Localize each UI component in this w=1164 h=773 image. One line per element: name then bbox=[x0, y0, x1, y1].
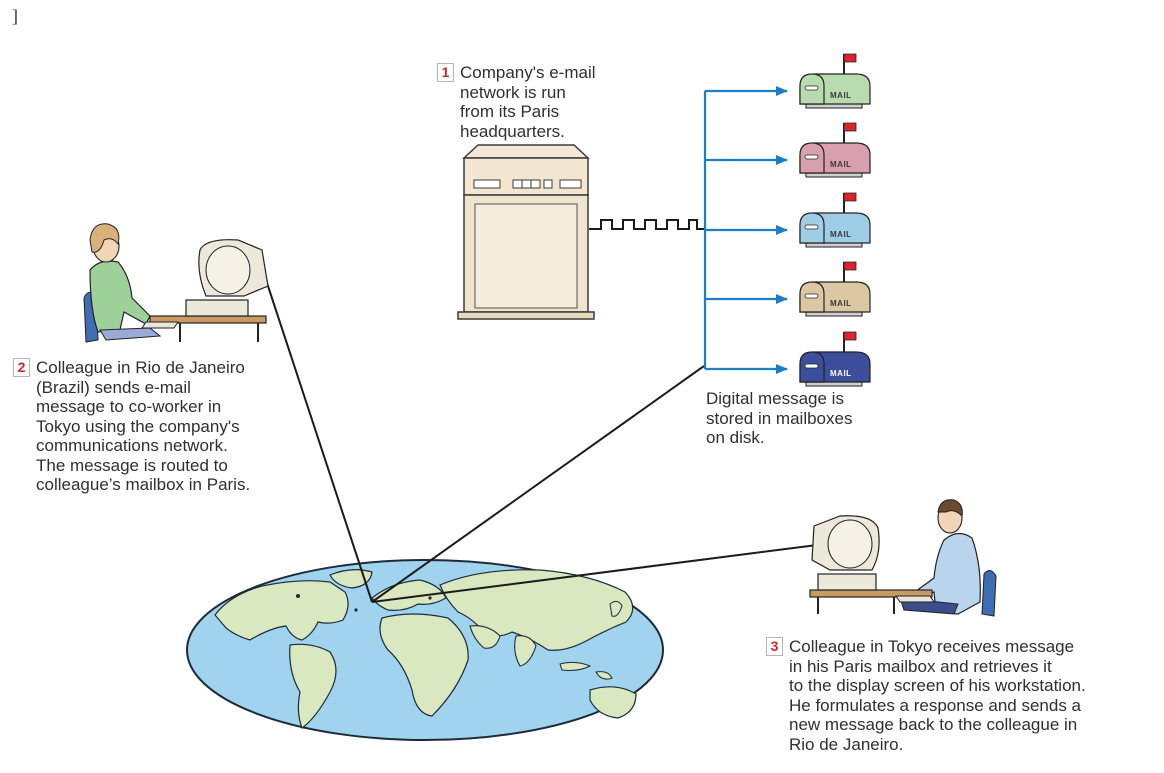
step-2-line-5: communications network. bbox=[36, 436, 228, 455]
step-1-line-1: Company's e-mail bbox=[460, 63, 596, 82]
rio-colleague-figure bbox=[83, 223, 269, 343]
step-2-line-3: message to co-worker in bbox=[36, 397, 222, 416]
step-2-line-4: Tokyo using the company's bbox=[36, 416, 240, 436]
mailbox-3: MAIL bbox=[799, 192, 871, 248]
step-2-line-2: (Brazil) sends e-mail bbox=[36, 377, 191, 397]
step-3-line-6: Rio de Janeiro. bbox=[789, 734, 904, 754]
mailbox-label: MAIL bbox=[830, 91, 852, 100]
step-2-line-7: colleague’s mailbox in Paris. bbox=[36, 475, 251, 494]
mailbox-flag-icon bbox=[843, 122, 857, 132]
link-rio-to-hub bbox=[266, 282, 373, 603]
mailbox-flag-icon bbox=[843, 331, 857, 341]
step-3-line-3: to the display screen of his workstation… bbox=[789, 676, 1086, 695]
step-2-line-1: Colleague in Rio de Janeiro bbox=[36, 358, 245, 377]
mailbox-flag-icon bbox=[843, 53, 857, 63]
step-3-line-2: in his Paris mailbox and retrieves it bbox=[789, 656, 1052, 676]
mailbox-flag-icon bbox=[843, 192, 857, 202]
digital-signal bbox=[589, 219, 705, 230]
step-3-line-4: He formulates a response and sends a bbox=[789, 695, 1082, 715]
step-3-line-5: new message back to the colleague in bbox=[789, 715, 1078, 734]
mailbox-label: MAIL bbox=[830, 299, 852, 308]
step-1-line-2: network is run bbox=[460, 82, 566, 102]
storage-note: Digital message is stored in mailboxes o… bbox=[706, 389, 852, 448]
step-1-number: 1 bbox=[437, 63, 454, 82]
mailbox-5: MAIL bbox=[799, 331, 871, 387]
step-2-caption: 2 Colleague in Rio de Janeiro (Brazil) se… bbox=[13, 358, 250, 495]
step-3-line-1: Colleague in Tokyo receives message bbox=[789, 637, 1075, 656]
mailbox-1: MAIL bbox=[799, 53, 871, 109]
step-1-caption: 1 Company's e-mail network is run from it… bbox=[437, 63, 596, 141]
mailbox-column: MAIL MAIL MAIL MAIL MAIL bbox=[799, 53, 871, 387]
mailbox-label: MAIL bbox=[830, 230, 852, 239]
mailbox-2: MAIL bbox=[799, 122, 871, 178]
mailbox-4: MAIL bbox=[799, 261, 871, 317]
step-1-line-3: from its Paris bbox=[460, 102, 560, 121]
link-hub-to-mailbox bbox=[371, 365, 705, 603]
step-3-caption: 3 Colleague in Tokyo receives message in … bbox=[766, 637, 1086, 754]
tokyo-colleague-figure bbox=[809, 499, 997, 617]
mailbox-label: MAIL bbox=[830, 369, 852, 378]
network-links bbox=[266, 282, 818, 603]
storage-note-line-3: on disk. bbox=[706, 428, 765, 447]
mailbox-flag-icon bbox=[843, 261, 857, 271]
storage-note-line-1: Digital message is bbox=[706, 389, 844, 408]
storage-note-line-2: stored in mailboxes bbox=[706, 408, 853, 428]
step-1-line-4: headquarters. bbox=[460, 121, 565, 141]
step-2-line-6: The message is routed to bbox=[36, 455, 228, 475]
world-globe bbox=[186, 559, 664, 741]
distribution-arrows bbox=[703, 86, 788, 374]
link-hub-to-tokyo bbox=[371, 544, 818, 603]
mailbox-label: MAIL bbox=[830, 160, 852, 169]
step-2-number: 2 bbox=[13, 358, 30, 377]
step-3-number: 3 bbox=[766, 637, 783, 656]
corner-mark: ] bbox=[12, 6, 18, 26]
paris-server bbox=[457, 144, 595, 320]
